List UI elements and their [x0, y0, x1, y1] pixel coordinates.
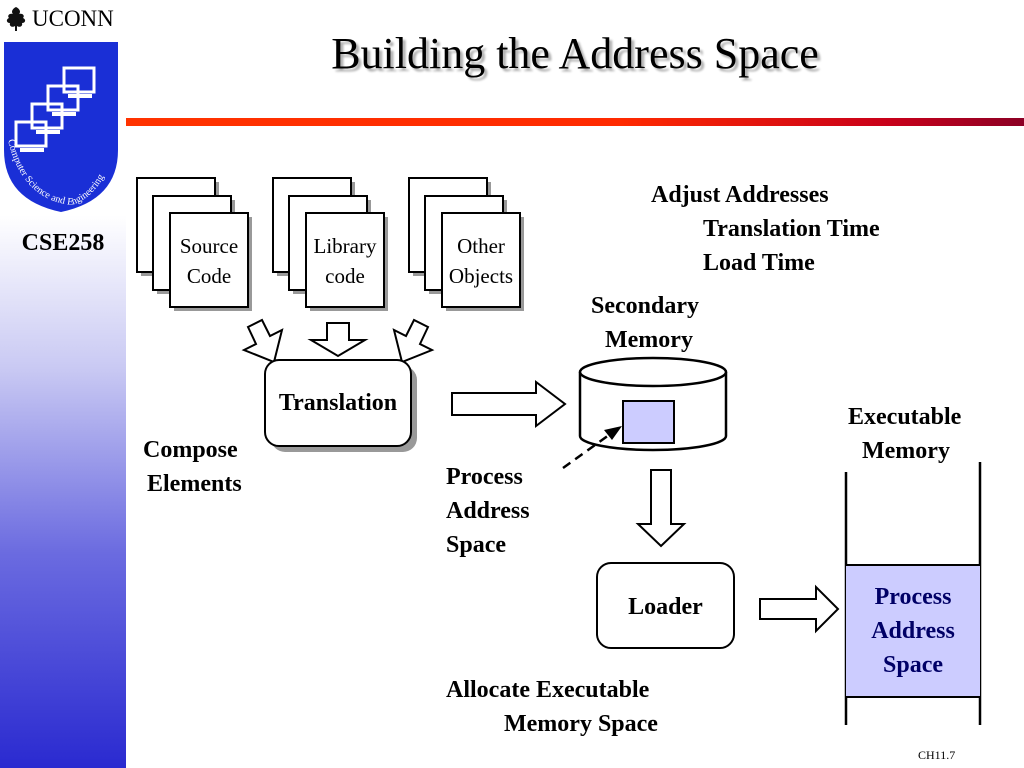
right-arrow-to-memory: [759, 584, 840, 634]
compose-arrows: [241, 318, 435, 364]
exec-memory-line1: Executable: [848, 404, 962, 430]
course-code: CSE258: [21, 230, 105, 256]
compose-line1: Compose: [143, 437, 238, 463]
pas-line2: Address: [446, 498, 530, 524]
adjust-line1: Adjust Addresses: [651, 182, 829, 208]
translation-box: [264, 359, 412, 447]
translation-label: Translation: [278, 390, 398, 416]
slide-title: Building the Address Space: [331, 29, 819, 78]
cse-logo: Computer Science and Engineering: [4, 42, 118, 212]
title-rule: [126, 118, 1024, 126]
library-code-stack: [272, 177, 388, 311]
secondary-memory-cylinder: [578, 356, 728, 452]
adjust-line2: Translation Time: [703, 216, 880, 242]
loader-label: Loader: [628, 594, 703, 620]
uconn-wordmark: UCONN: [32, 6, 114, 31]
allocate-line2: Memory Space: [504, 711, 658, 737]
compose-line2: Elements: [147, 471, 242, 497]
right-arrow-to-disk: [451, 379, 567, 429]
secondary-line1: Secondary: [591, 293, 699, 319]
dashed-pointer: [562, 428, 617, 470]
other-objects-stack: [408, 177, 524, 311]
allocate-line1: Allocate Executable: [446, 677, 650, 703]
process-address-space-block: Process Address Space: [846, 564, 980, 698]
source-code-stack: [136, 177, 252, 311]
oak-leaf-icon: [6, 7, 26, 31]
pas-line3: Space: [446, 532, 506, 558]
secondary-line2: Memory: [605, 327, 693, 353]
slide-number: CH11.7: [918, 748, 956, 762]
exec-memory-line2: Memory: [862, 438, 950, 464]
pas-line1: Process: [446, 464, 523, 490]
adjust-line3: Load Time: [703, 250, 815, 276]
down-arrow-to-loader: [635, 469, 687, 548]
loader-box: [596, 562, 735, 649]
